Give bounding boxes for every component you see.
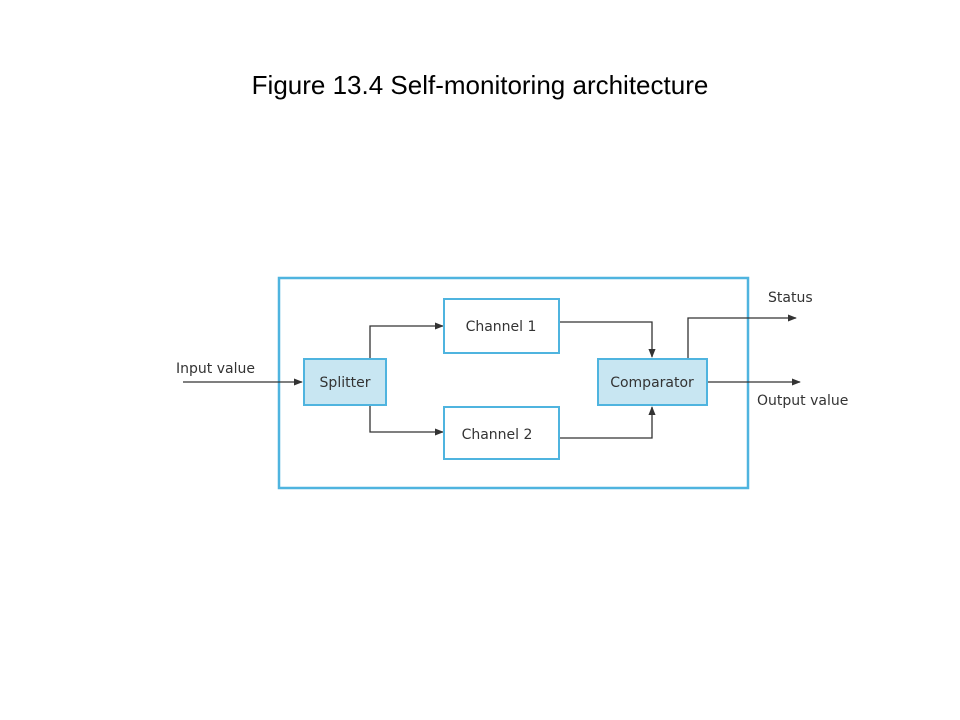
slide-title: Figure 13.4 Self-monitoring architecture [251, 70, 709, 100]
channel1-label: Channel 1 [466, 319, 537, 335]
comparator-label: Comparator [610, 375, 694, 391]
status-label: Status [768, 290, 813, 306]
channel2-to-comparator-arrow [560, 406, 656, 439]
splitter-label: Splitter [320, 375, 371, 391]
channel2-box [443, 406, 560, 460]
splitter-to-channel1-arrow [369, 322, 444, 358]
output-value-label: Output value [757, 393, 848, 409]
comparator-box [597, 358, 708, 406]
channel1-box [443, 298, 560, 354]
channel1-to-comparator-arrow [560, 321, 656, 358]
channel2-label: Channel 2 [462, 427, 533, 443]
input-value-label: Input value [176, 361, 255, 377]
splitter-to-channel2-arrow [369, 406, 444, 436]
status-arrow [687, 314, 797, 358]
splitter-box [303, 358, 387, 406]
